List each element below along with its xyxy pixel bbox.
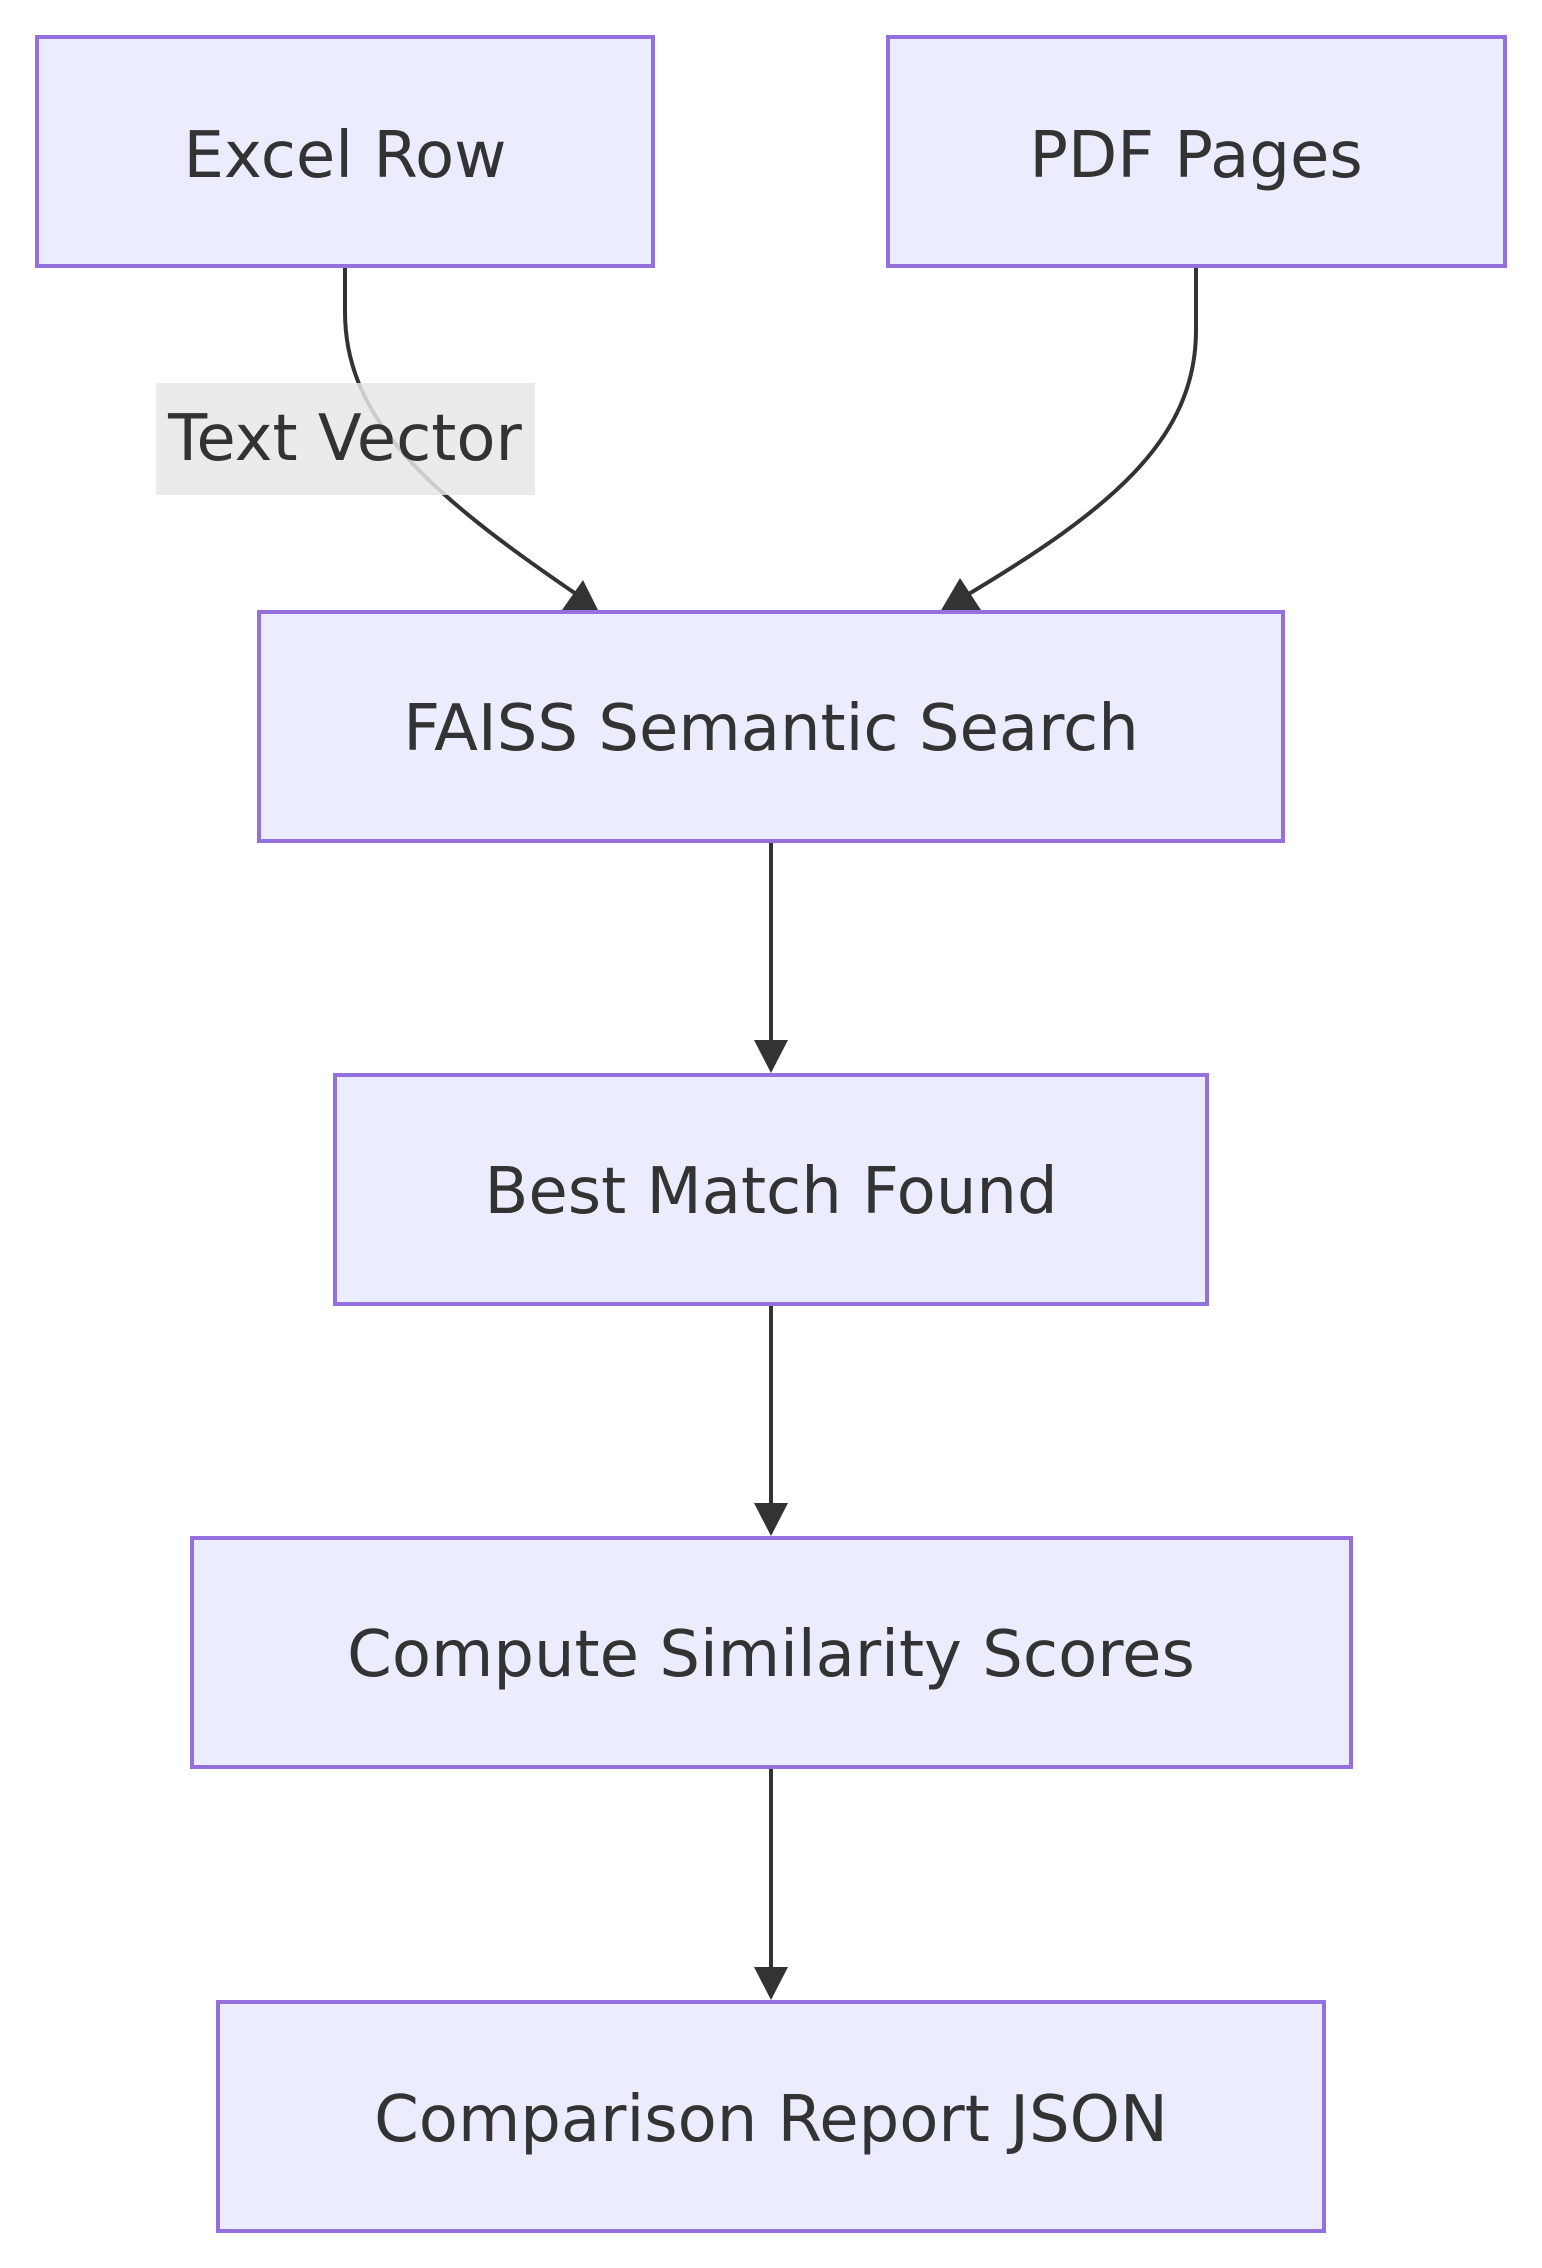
node-best-match-found[interactable]: Best Match Found [333,1073,1209,1306]
node-pdf-pages[interactable]: PDF Pages [886,35,1507,268]
arrowhead-excel-to-faiss-icon [562,580,599,612]
node-box [216,2000,1326,2233]
node-comparison-report-json[interactable]: Comparison Report JSON [216,2000,1326,2233]
node-label: Compute Similarity Scores [347,1618,1195,1692]
edge-pdf-pages-to-faiss [960,268,1198,600]
node-box [257,610,1285,843]
node-label: PDF Pages [1029,119,1362,193]
node-box [35,35,655,268]
node-label: FAISS Semantic Search [403,692,1139,766]
edge-label-text-vector: Text Vector [156,383,535,495]
node-label: Excel Row [184,119,507,193]
node-compute-similarity-scores[interactable]: Compute Similarity Scores [190,1536,1353,1769]
edge-label-background [156,383,535,495]
node-box [190,1536,1353,1769]
edge-label-text: Text Vector [167,402,522,476]
arrowhead-compute-to-report-icon [754,1967,788,2000]
node-box [886,35,1507,268]
node-label: Best Match Found [484,1155,1057,1229]
arrowhead-pdf-to-faiss-icon [940,578,981,612]
arrowhead-best-match-to-compute-icon [754,1503,788,1536]
node-label: Comparison Report JSON [374,2083,1168,2157]
node-excel-row[interactable]: Excel Row [35,35,655,268]
node-box [333,1073,1209,1306]
arrowhead-faiss-to-best-match-icon [754,1040,788,1073]
node-faiss-semantic-search[interactable]: FAISS Semantic Search [257,610,1285,843]
